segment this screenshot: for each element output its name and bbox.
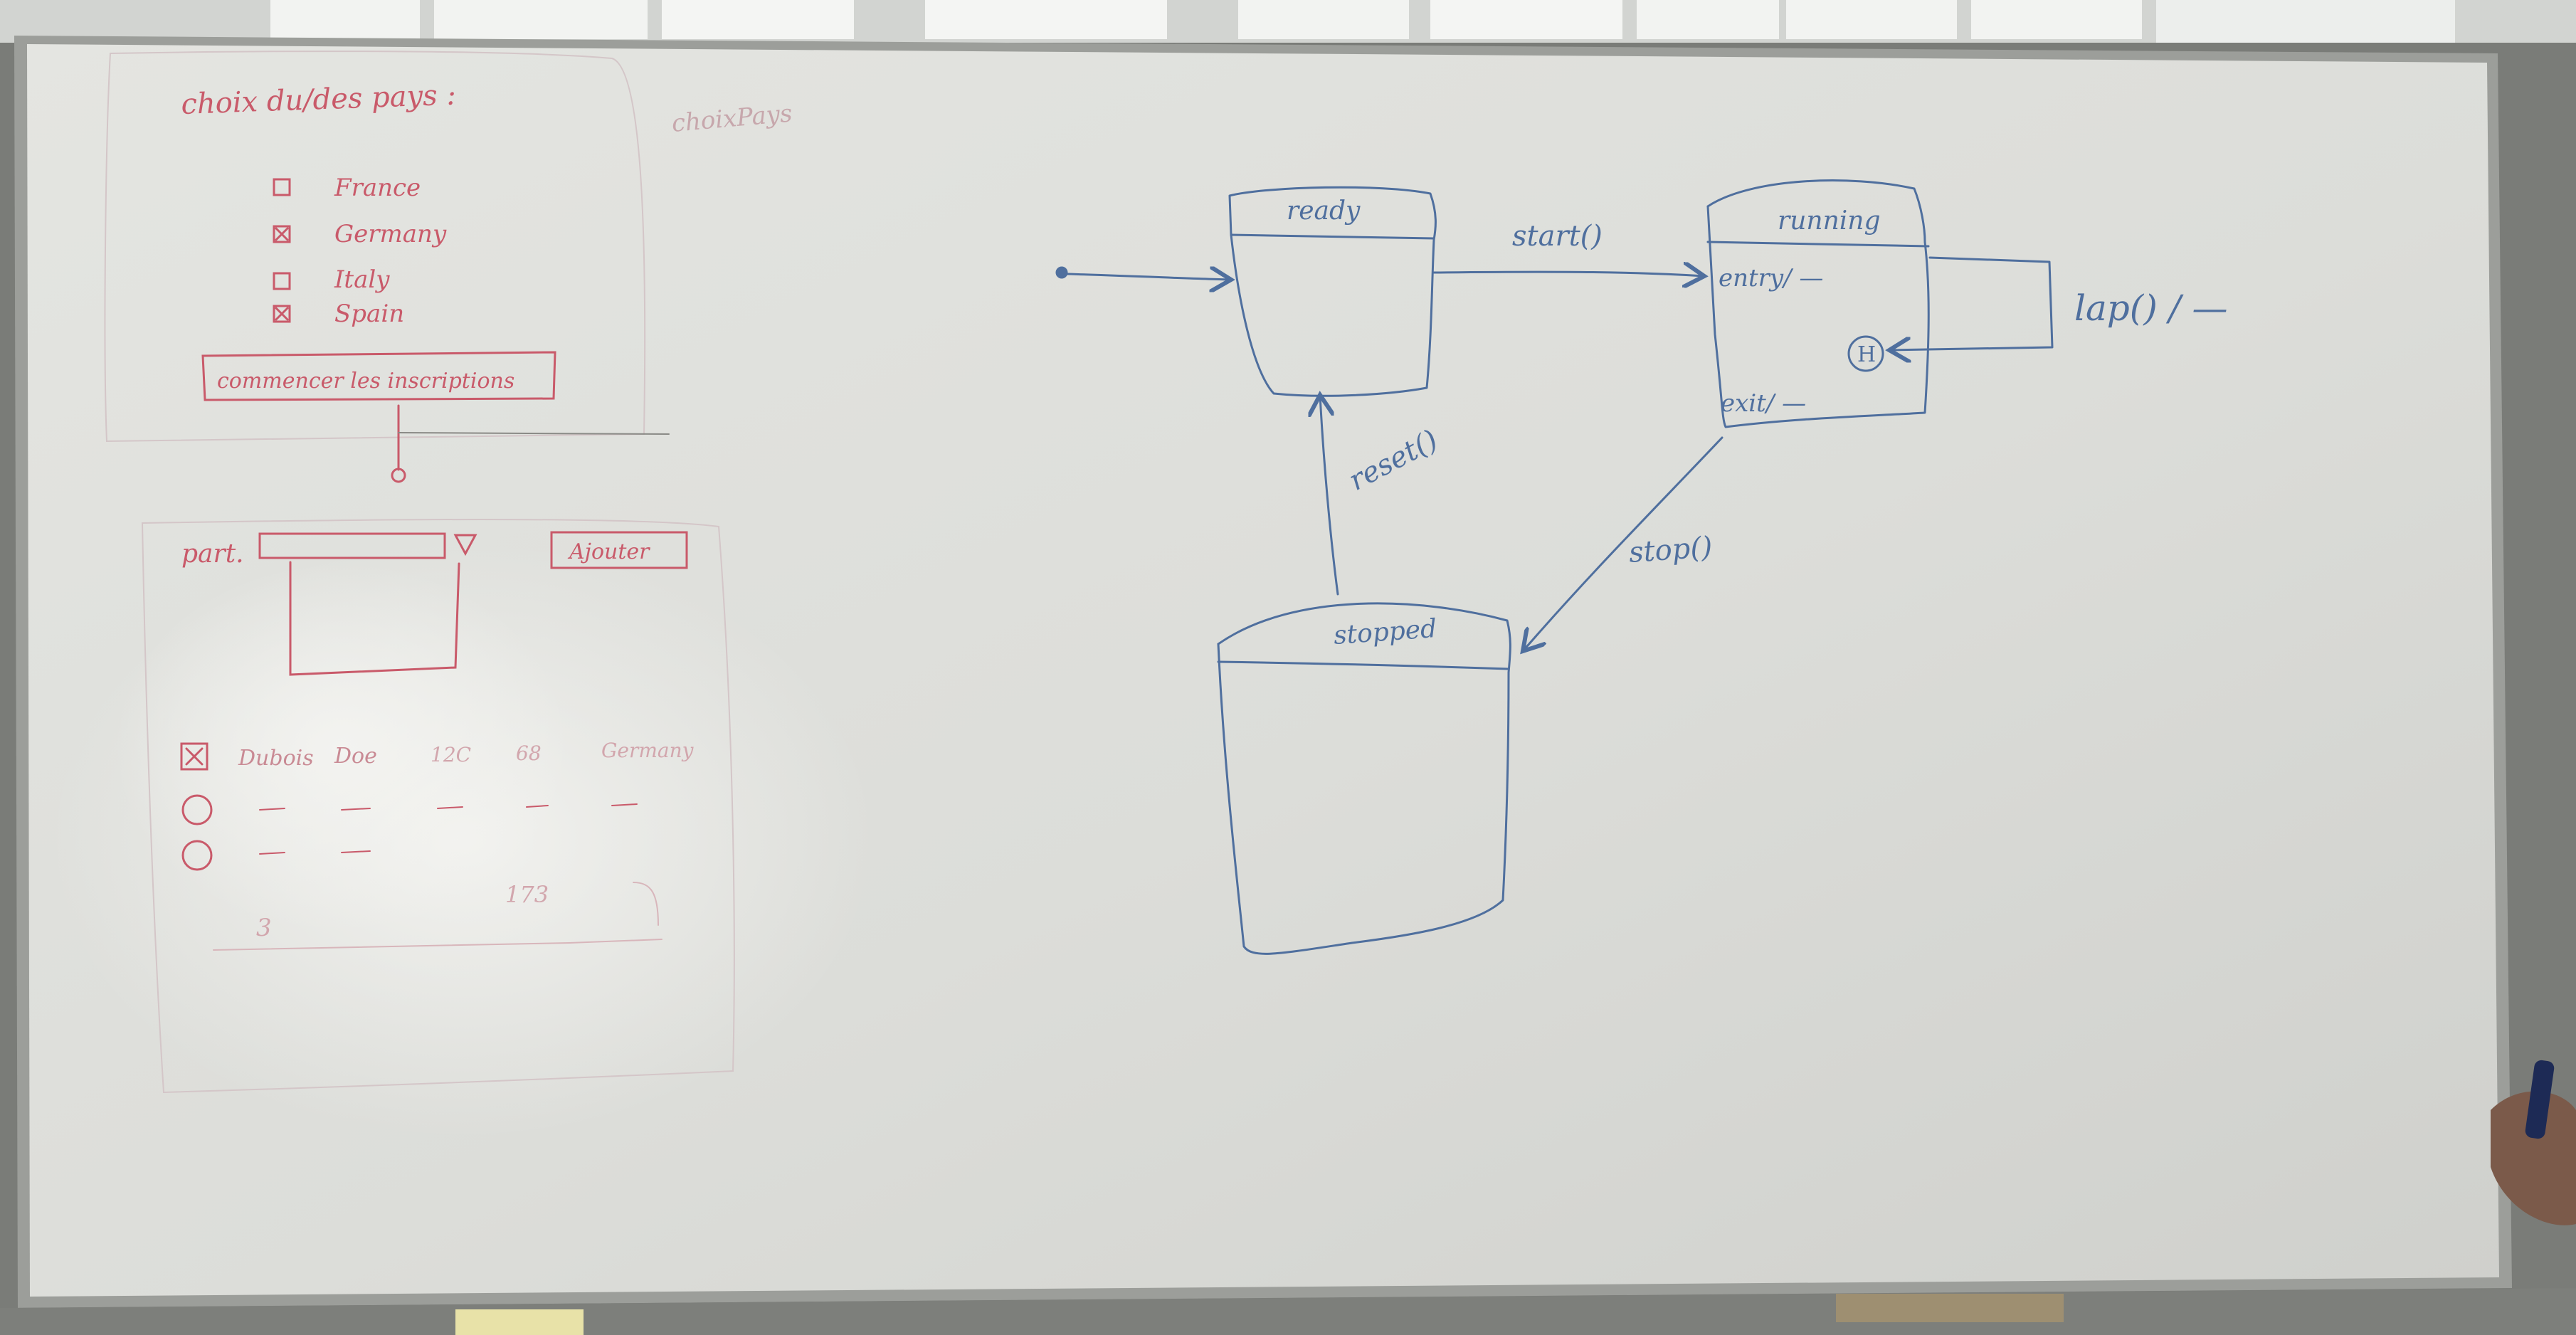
- start-registration-button-label: commencer les inscriptions: [217, 369, 514, 394]
- window-background: [0, 0, 2576, 43]
- initial-transition: [1066, 274, 1231, 280]
- table-cell: Germany: [601, 739, 695, 762]
- transition-start: [1432, 272, 1704, 276]
- hand-holding-marker: [2491, 1060, 2576, 1225]
- state-ready: [1228, 186, 1437, 397]
- add-button-label: Ajouter: [567, 539, 650, 564]
- country-label: Italy: [334, 265, 390, 294]
- country-label: France: [334, 174, 421, 202]
- history-marker: H: [1857, 342, 1876, 367]
- total-value: 173: [505, 881, 549, 908]
- state-name-ready: ready: [1287, 196, 1361, 226]
- transition-label-stop: stop(): [1627, 531, 1713, 569]
- country-label: Spain: [334, 300, 404, 328]
- table-cell: 12C: [431, 743, 471, 766]
- initial-state-dot: [1055, 266, 1068, 279]
- participant-count: 3: [256, 914, 272, 942]
- running-exit-action: exit/ —: [1721, 389, 1806, 418]
- state-running: [1706, 179, 2054, 428]
- country-label: Germany: [334, 220, 447, 248]
- transition-reset: [1320, 395, 1339, 596]
- table-cell: Dubois: [238, 746, 314, 771]
- state-stopped: [1217, 602, 1511, 955]
- transition-label-lap: lap() / —: [2074, 287, 2227, 329]
- statechart-diagram: [1055, 179, 2054, 955]
- transition-stop: [1523, 436, 1724, 651]
- state-name-running: running: [1778, 206, 1881, 236]
- wireframe-sketch: [104, 51, 735, 1094]
- table-cell: 68: [516, 742, 542, 765]
- participant-label: part.: [181, 539, 244, 569]
- state-name-stopped: stopped: [1333, 614, 1438, 650]
- transition-label-start: start(): [1512, 220, 1603, 253]
- table-cell: Doe: [334, 744, 377, 769]
- running-entry-action: entry/ —: [1719, 264, 1823, 292]
- history-pseudo-state: [1847, 335, 1884, 372]
